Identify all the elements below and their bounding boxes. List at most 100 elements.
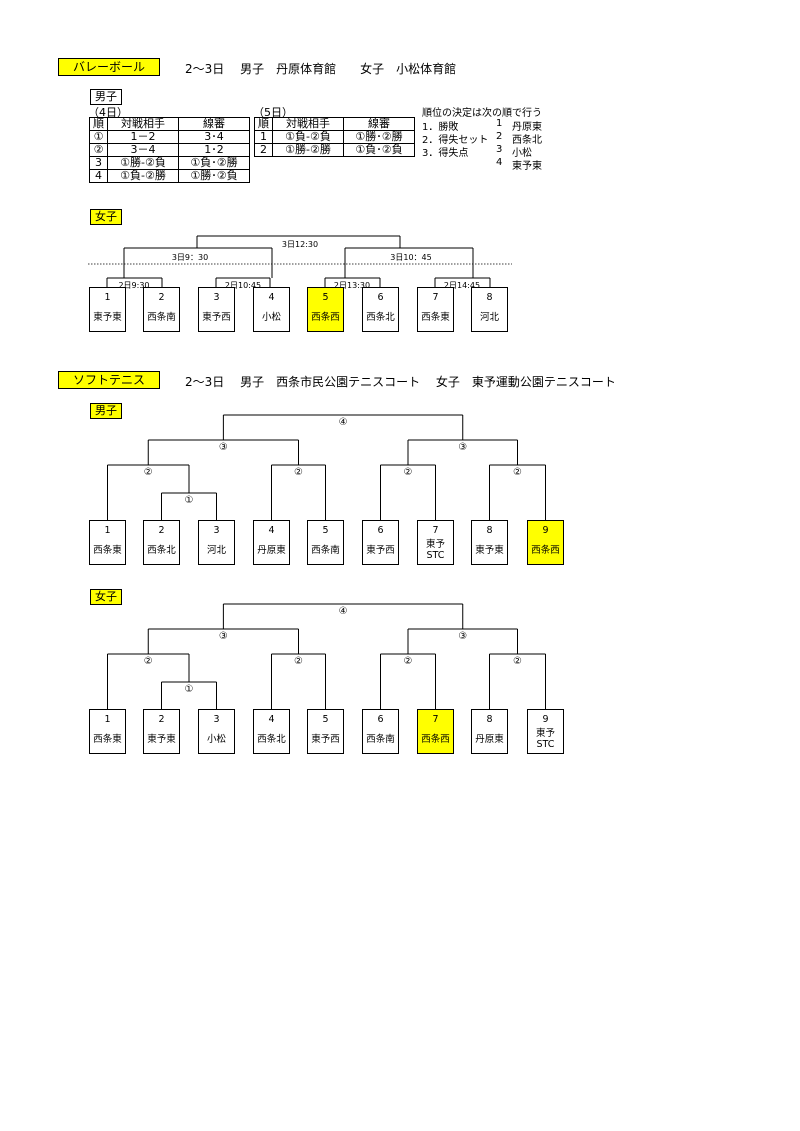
softtennis-boys-match-mark: ③ (218, 442, 228, 453)
team-name: 東予西 (202, 312, 231, 323)
team-name: 東予東 (475, 545, 504, 556)
time-r1: 2日9:30 (118, 281, 150, 290)
team-number: 1 (104, 714, 111, 725)
cell: ①負-②勝 (107, 169, 179, 183)
softtennis-section-label: ソフトテニス (58, 371, 160, 389)
softtennis-girls-match-mark: ④ (338, 606, 348, 617)
softtennis-boys-team-box: 3 河北 (198, 520, 235, 565)
team-number: 8 (486, 525, 493, 536)
softtennis-boys-match-mark: ② (294, 467, 303, 478)
team-number: 5 (322, 714, 329, 725)
volleyball-girls-team-box: 5 西条西 (307, 287, 344, 332)
team-name: 小松 (261, 312, 281, 323)
team-number: 6 (377, 525, 384, 536)
team-name: 西条東 (93, 734, 122, 745)
team-name: 河北 (479, 312, 499, 323)
ranking-place-number: 4 (496, 157, 503, 168)
softtennis-girls-match-mark: ② (403, 656, 413, 667)
time-semi1: 3日9：30 (171, 253, 209, 262)
volleyball-header: 2～3日 男子 丹原体育館 女子 小松体育館 (185, 62, 457, 76)
team-number: 7 (432, 525, 439, 536)
team-number: 7 (432, 714, 439, 725)
volleyball-girls-team-box: 3 東予西 (198, 287, 235, 332)
time-semi2: 3日10：45 (390, 253, 432, 262)
cell: 3･4 (178, 130, 250, 144)
team-name: 西条東 (421, 312, 450, 323)
ranking-place-team: 小松 (512, 148, 532, 159)
team-name: 西条南 (147, 312, 176, 323)
team-number: 6 (377, 714, 384, 725)
team-number: 5 (322, 292, 329, 303)
day4-caption: （4日） (88, 106, 128, 119)
ranking-place-team: 東予東 (512, 161, 542, 172)
ranking-place-number: 3 (496, 144, 503, 155)
team-number: 3 (213, 292, 220, 303)
softtennis-girls-label: 女子 (90, 589, 122, 605)
softtennis-boys-match-mark: ① (184, 495, 194, 506)
day5-caption: （5日） (253, 106, 293, 119)
team-name: 東予 STC (425, 539, 445, 561)
softtennis-header: 2～3日 男子 西条市民公園テニスコート 女子 東予運動公園テニスコート (185, 375, 616, 389)
cell: ①勝-②勝 (272, 143, 344, 157)
team-number: 1 (104, 292, 111, 303)
softtennis-girls-match-mark: ② (513, 656, 522, 667)
ranking-criterion: 2．得失セット (422, 135, 489, 146)
team-name: 西条北 (366, 312, 395, 323)
team-name: 西条南 (311, 545, 340, 556)
softtennis-girls-match-mark: ② (143, 656, 153, 667)
softtennis-boys-match-mark: ② (513, 467, 522, 478)
softtennis-girls-team-box: 1 西条東 (89, 709, 126, 754)
softtennis-boys-match-mark: ④ (338, 417, 348, 428)
softtennis-boys-label: 男子 (90, 403, 122, 419)
team-number: 4 (268, 714, 275, 725)
volleyball-girls-team-box: 6 西条北 (362, 287, 399, 332)
softtennis-girls-match-mark: ③ (218, 631, 228, 642)
ranking-place-number: 1 (496, 118, 503, 129)
team-name: 河北 (206, 545, 226, 556)
team-number: 8 (486, 292, 493, 303)
team-number: 9 (542, 714, 549, 725)
team-name: 西条西 (311, 312, 340, 323)
volleyball-girls-team-box: 8 河北 (471, 287, 508, 332)
team-number: 7 (432, 292, 439, 303)
team-name: 西条南 (366, 734, 395, 745)
ranking-place-number: 2 (496, 131, 503, 142)
team-name: 西条東 (93, 545, 122, 556)
volleyball-boys-label: 男子 (90, 89, 122, 105)
softtennis-boys-team-box: 8 東予東 (471, 520, 508, 565)
softtennis-boys-team-box: 2 西条北 (143, 520, 180, 565)
team-number: 6 (377, 292, 384, 303)
softtennis-boys-match-mark: ② (403, 467, 413, 478)
cell: ①負-②負 (272, 130, 344, 144)
team-name: 東予東 (93, 312, 122, 323)
softtennis-girls-match-mark: ① (184, 684, 194, 695)
time-r4: 2日14:45 (443, 281, 481, 290)
team-name: 東予 STC (535, 728, 555, 750)
ranking-place-team: 西条北 (512, 135, 542, 146)
team-number: 2 (158, 525, 165, 536)
team-name: 西条北 (147, 545, 176, 556)
softtennis-girls-team-box: 9 東予 STC (527, 709, 564, 754)
team-number: 3 (213, 714, 220, 725)
time-final: 3日12:30 (281, 240, 319, 249)
volleyball-girls-label: 女子 (90, 209, 122, 225)
softtennis-boys-match-mark: ② (143, 467, 153, 478)
volleyball-section-label: バレーボール (58, 58, 160, 76)
team-number: 3 (213, 525, 220, 536)
